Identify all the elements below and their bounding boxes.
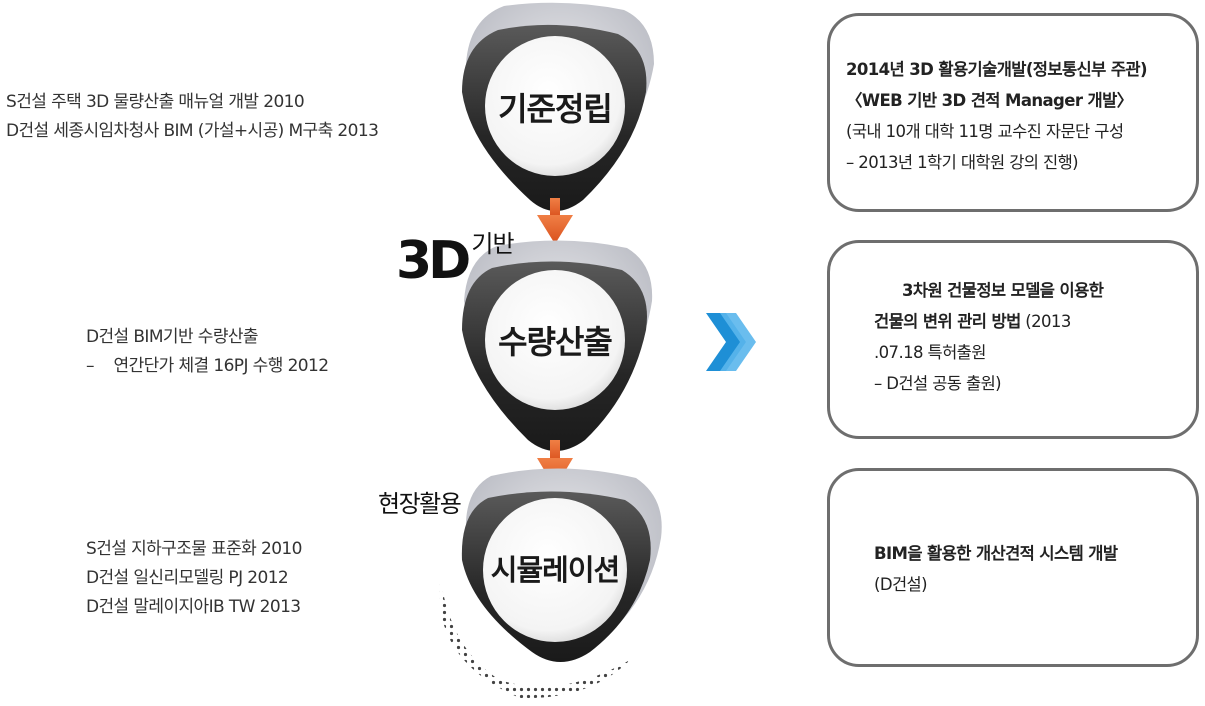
stage3-notes: S건설 지하구조물 표준화 2010 D건설 일신리모델링 PJ 2012 D건… (86, 535, 302, 622)
stage-2-label: 수량산출 (498, 323, 613, 361)
label-field-use: 현장활용 (378, 490, 462, 518)
box1-line2: 〈WEB 기반 3D 견적 Manager 개발〉 (846, 91, 1133, 110)
stage-2-shape (462, 240, 653, 451)
stage-3-label: 시뮬레이션 (490, 553, 620, 587)
result-box-1: 2014년 3D 활용기술개발(정보통신부 주관) 〈WEB 기반 3D 견적 … (827, 13, 1199, 212)
box3-line2: (D건설) (874, 575, 928, 594)
box2-line2-bold: 건물의 변위 관리 방법 (874, 312, 1021, 331)
label-3d-small: 기반 (471, 230, 514, 258)
box3-line1: BIM을 활용한 개산견적 시스템 개발 (874, 544, 1118, 563)
stage1-notes: S건설 주택 3D 물량산출 매뉴얼 개발 2010 D건설 세종시임차청사 B… (6, 88, 379, 146)
stage-1-shape (462, 2, 654, 211)
result-box-2: 3차원 건물정보 모델을 이용한 건물의 변위 관리 방법 (2013 .07.… (827, 240, 1199, 439)
stage2-notes: D건설 BIM기반 수량산출 – 연간단가 체결 16PJ 수행 2012 (86, 323, 330, 381)
label-3d-big: 3D (396, 231, 471, 291)
box2-line4: – D건설 공동 출원) (874, 374, 1002, 393)
double-chevron-icon (706, 313, 756, 371)
stage3-note-1: S건설 지하구조물 표준화 2010 (86, 539, 302, 559)
box2-line1: 3차원 건물정보 모델을 이용한 (902, 281, 1104, 300)
stage-1-label: 기준정립 (498, 90, 613, 128)
stage1-note-2: D건설 세종시임차청사 BIM (가설+시공) M구축 2013 (6, 121, 379, 141)
stage2-note-2-text: 연간단가 체결 16PJ 수행 2012 (113, 356, 330, 376)
box2-line2-rest: (2013 (1020, 312, 1071, 331)
stage-3-shape (461, 468, 662, 662)
box1-line4: – 2013년 1학기 대학원 강의 진행) (846, 153, 1079, 172)
stage2-note-1: D건설 BIM기반 수량산출 (86, 327, 259, 347)
box2-line2: 건물의 변위 관리 방법 (2013 (874, 306, 1196, 337)
stage1-note-1: S건설 주택 3D 물량산출 매뉴얼 개발 2010 (6, 92, 305, 112)
stage3-note-3: D건설 말레이지아IB TW 2013 (86, 597, 301, 617)
down-arrow-1 (537, 198, 573, 244)
box1-line3: (국내 10개 대학 11명 교수진 자문단 구성 (846, 122, 1124, 141)
result-box-3: BIM을 활용한 개산견적 시스템 개발 (D건설) (827, 468, 1199, 667)
box1-line1: 2014년 3D 활용기술개발(정보통신부 주관) (846, 60, 1148, 79)
stage3-note-2: D건설 일신리모델링 PJ 2012 (86, 568, 289, 588)
dash-marker: – (86, 356, 94, 376)
stage2-note-2: – 연간단가 체결 16PJ 수행 2012 (86, 352, 330, 381)
box2-line3: .07.18 특허출원 (874, 343, 986, 362)
